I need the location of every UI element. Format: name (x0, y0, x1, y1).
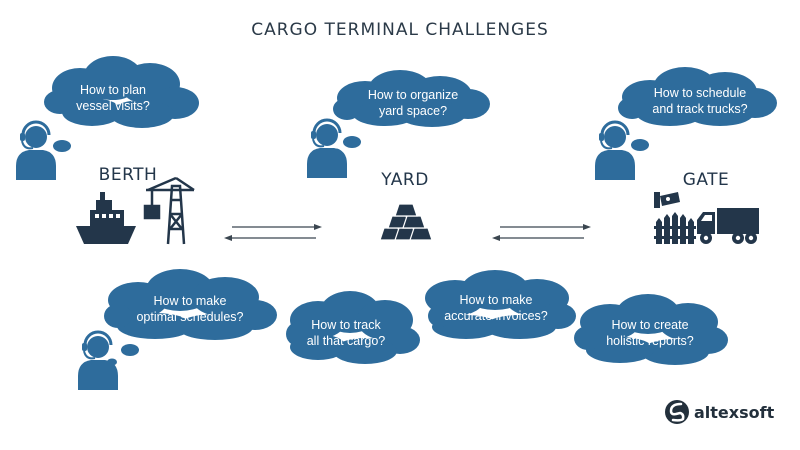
cloud-text-line: accurate invoices? (444, 309, 548, 323)
fence-icon (654, 212, 696, 244)
cloud-text-line: yard space? (379, 104, 447, 118)
cloud-text-line: How to organize (368, 88, 458, 102)
cloud-text-line: How to make (154, 294, 227, 308)
cloud-text-line: and track trucks? (652, 102, 747, 116)
thought-cloud-vessel: How to plan vessel visits? (39, 56, 199, 164)
thought-cloud-cargo: How to track all that cargo? (286, 291, 420, 364)
cloud-text-line: holistic reports? (606, 334, 694, 348)
thought-cloud-reports: How to create holistic reports? (574, 294, 728, 365)
cloud-text-line: all that cargo? (307, 334, 386, 348)
cloud-text-line: vessel visits? (76, 99, 150, 113)
cloud-text-line: How to make (460, 293, 533, 307)
thought-cloud-yard-space: How to organize yard space? (331, 70, 490, 156)
brand-name: altexsoft (694, 403, 775, 422)
flow-arrows-yard-gate (492, 224, 591, 241)
truck-icon (697, 208, 759, 244)
cloud-text-line: How to plan (80, 83, 146, 97)
thought-cloud-trucks: How to schedule and track trucks? (618, 67, 777, 159)
thought-cloud-schedules: How to make optimal schedules? (104, 269, 277, 366)
page-title: CARGO TERMINAL CHALLENGES (251, 20, 549, 40)
operator-icon (305, 118, 349, 180)
cloud-text-line: How to track (311, 318, 381, 332)
camera-icon (654, 192, 680, 208)
operator-icon (14, 120, 58, 182)
station-label-berth: BERTH (99, 165, 158, 185)
ship-icon (76, 192, 136, 244)
station-label-gate: GATE (683, 170, 730, 190)
cloud-text-line: optimal schedules? (136, 310, 243, 324)
altexsoft-logo-icon (665, 400, 689, 424)
gold-bars-icon (379, 203, 433, 241)
cloud-text-line: How to create (611, 318, 688, 332)
station-label-yard: YARD (380, 170, 429, 190)
operator-icon (593, 120, 637, 182)
thought-cloud-invoices: How to make accurate invoices? (425, 270, 576, 339)
flow-arrows-berth-yard (224, 224, 322, 241)
crane-icon (143, 176, 195, 245)
cloud-text-line: How to schedule (654, 86, 746, 100)
